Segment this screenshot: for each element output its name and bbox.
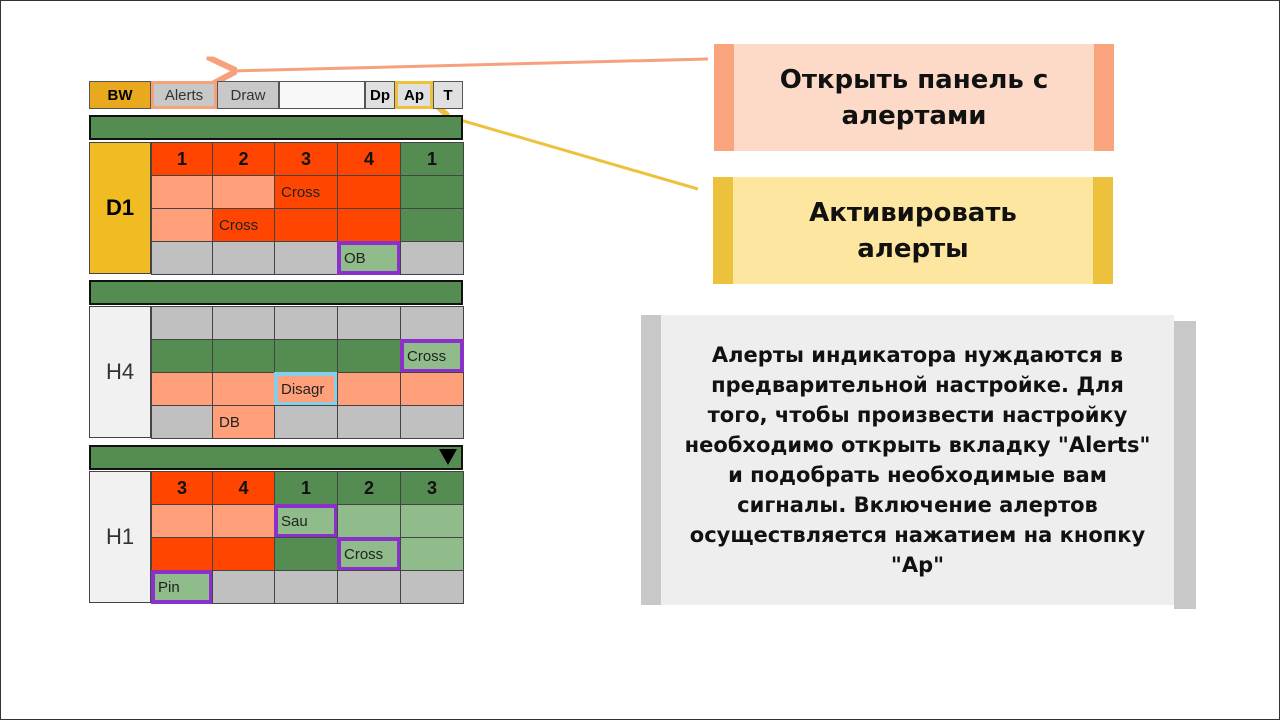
grid-cell [400, 241, 464, 275]
section-bar [89, 280, 463, 305]
signal-cell: Cross [274, 175, 338, 209]
grid-cell [337, 504, 401, 538]
timeframe-label: H1 [89, 471, 151, 603]
grid-cell [212, 339, 275, 373]
description-bar [1174, 321, 1196, 609]
dp-button[interactable]: Dp [365, 81, 395, 109]
grid-cell [400, 504, 464, 538]
grid-cell [400, 208, 464, 242]
grid-cell [212, 372, 275, 406]
grid-cell [151, 504, 213, 538]
grid-cell [274, 306, 338, 340]
signal-cell: Sau [274, 504, 338, 538]
grid-cell [274, 405, 338, 439]
ap-button[interactable]: Ap [395, 81, 433, 109]
grid-cell: 4 [212, 471, 275, 505]
grid-cell [274, 339, 338, 373]
grid-cell [274, 570, 338, 604]
signal-cell: Cross [337, 537, 401, 571]
grid-cell [212, 537, 275, 571]
grid-cell [151, 405, 213, 439]
section-bar [89, 115, 463, 140]
grid-cell [400, 372, 464, 406]
grid-cell [400, 537, 464, 571]
arrow-to-alerts [231, 59, 709, 71]
grid-cell [337, 405, 401, 439]
grid-cell [151, 241, 213, 275]
toolbar-blank [279, 81, 365, 109]
signal-cell: Disagr [274, 372, 338, 406]
bw-button[interactable]: BW [89, 81, 151, 109]
grid-cell [151, 537, 213, 571]
grid-cell: 3 [400, 471, 464, 505]
description-box: Алерты индикатора нуждаются в предварите… [641, 315, 1174, 605]
grid-cell [337, 339, 401, 373]
grid-cell [212, 241, 275, 275]
timeframe-label: D1 [89, 142, 151, 274]
grid-cell [212, 570, 275, 604]
grid-cell [337, 372, 401, 406]
grid-cell [212, 175, 275, 209]
callout-activate-alerts: Активировать алерты [713, 177, 1113, 284]
grid-cell: 2 [337, 471, 401, 505]
signal-cell: OB [337, 241, 401, 275]
signal-cell: Cross [212, 208, 275, 242]
grid-cell: 1 [274, 471, 338, 505]
grid-cell [274, 241, 338, 275]
grid-cell: 1 [151, 142, 213, 176]
grid-cell [212, 306, 275, 340]
grid-cell [400, 570, 464, 604]
signal-cell: DB [212, 405, 275, 439]
signal-cell: Cross [400, 339, 464, 373]
grid-cell [400, 175, 464, 209]
grid-cell [151, 372, 213, 406]
grid-cell [274, 537, 338, 571]
signal-cell: Pin [151, 570, 213, 604]
grid-cell: 2 [212, 142, 275, 176]
grid-cell [337, 306, 401, 340]
grid-cell [212, 504, 275, 538]
draw-tab[interactable]: Draw [217, 81, 279, 109]
grid-cell [400, 405, 464, 439]
arrow-to-ap [443, 115, 699, 191]
grid-cell: 3 [151, 471, 213, 505]
grid-cell [274, 208, 338, 242]
t-button[interactable]: T [433, 81, 463, 109]
grid-cell [337, 175, 401, 209]
dropdown-triangle-icon[interactable] [439, 449, 457, 465]
timeframe-label: H4 [89, 306, 151, 438]
alerts-tab[interactable]: Alerts [151, 81, 217, 109]
grid-cell [151, 339, 213, 373]
grid-cell [337, 208, 401, 242]
description-text: Алерты индикатора нуждаются в предварите… [684, 343, 1151, 577]
grid-cell [151, 306, 213, 340]
callout-text: Активировать алерты [809, 197, 1017, 264]
grid-cell: 1 [400, 142, 464, 176]
grid-cell [337, 570, 401, 604]
grid-cell [151, 175, 213, 209]
section-bar [89, 445, 463, 470]
grid-cell [151, 208, 213, 242]
callout-open-alerts: Открыть панель с алертами [714, 44, 1114, 151]
grid-cell: 3 [274, 142, 338, 176]
grid-cell: 4 [337, 142, 401, 176]
grid-cell [400, 306, 464, 340]
callout-text: Открыть панель с алертами [779, 64, 1049, 131]
